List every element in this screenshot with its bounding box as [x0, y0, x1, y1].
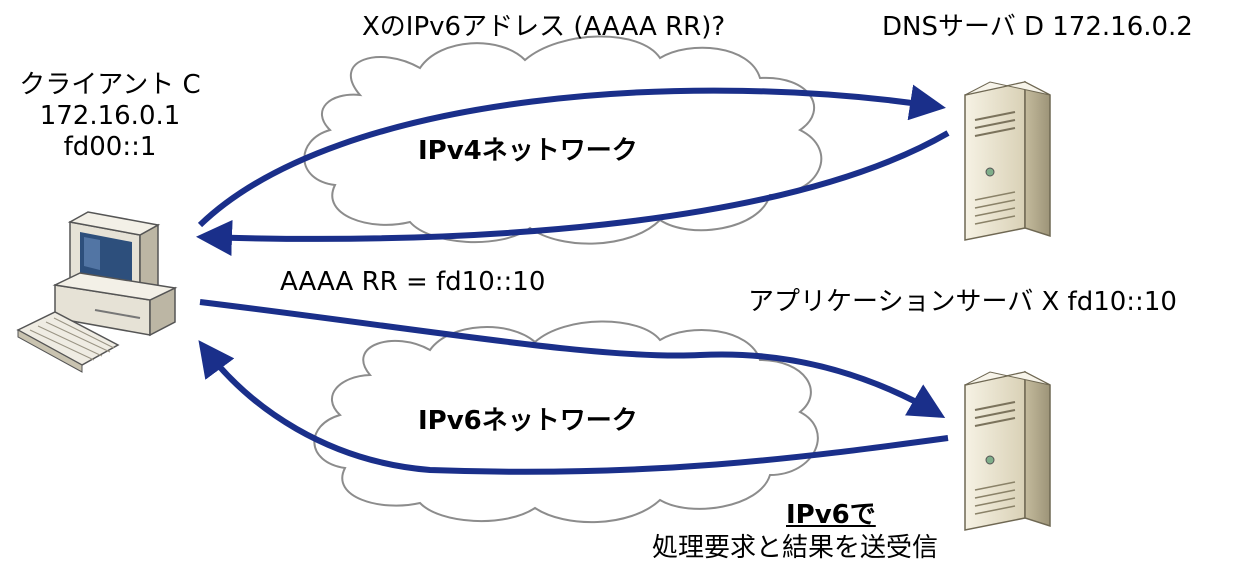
- client-name: クライアント C: [19, 70, 201, 100]
- dns-server-label: DNSサーバ D 172.16.0.2: [882, 12, 1193, 42]
- ipv6-emphasis-label: IPv6で: [786, 500, 876, 530]
- ipv6-network-label: IPv6ネットワーク: [418, 406, 638, 436]
- client-pc-icon: [16, 211, 178, 373]
- dns-query-label: XのIPv6アドレス (AAAA RR)?: [362, 12, 726, 42]
- app-response-arrow: [198, 340, 949, 475]
- app-server-icon: [964, 370, 1051, 531]
- client-ipv4: 172.16.0.1: [39, 101, 181, 132]
- app-request-arrow: [199, 299, 946, 419]
- dns-response-label: AAAA RR = fd10::10: [280, 267, 546, 297]
- dns-response-arrow: [196, 130, 950, 256]
- app-server-label: アプリケーションサーバ X fd10::10: [748, 287, 1177, 317]
- dns-query-arrow: [197, 84, 946, 228]
- ipv4-network-label: IPv4ネットワーク: [418, 136, 638, 166]
- dns-server-icon: [964, 80, 1051, 241]
- client-ipv6: fd00::1: [63, 132, 157, 163]
- ipv6-exchange-label: 処理要求と結果を送受信: [652, 533, 939, 563]
- client-label: クライアント C 172.16.0.1 fd00::1: [10, 70, 210, 164]
